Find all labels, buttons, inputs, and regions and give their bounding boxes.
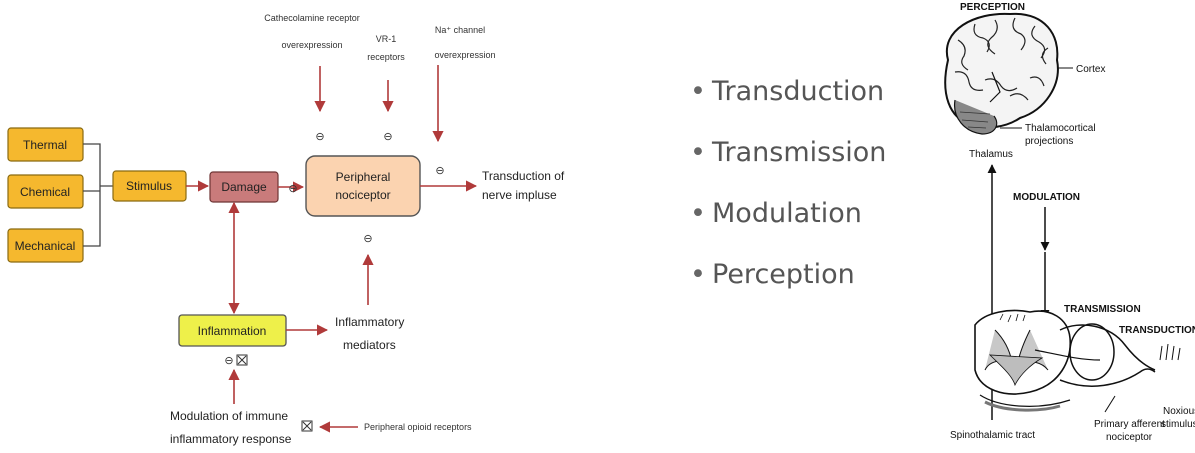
inflammatory-mediators-label: Inflammatory mediators (335, 315, 404, 352)
block-symbol (236, 354, 248, 366)
svg-text:Stimulus: Stimulus (126, 179, 172, 193)
thalamus-label: Thalamus (969, 149, 1013, 160)
svg-text:nerve impluse: nerve impluse (482, 188, 557, 202)
noxious-label-2: stimulus (1161, 419, 1195, 430)
svg-text:Inflammatory: Inflammatory (335, 315, 404, 329)
transmission-label: TRANSMISSION (1064, 304, 1141, 315)
catecholamine-label: Cathecolamine receptor overexpression (264, 13, 360, 50)
inflammation-box: Inflammation (178, 314, 287, 347)
stimulus-bracket (83, 143, 113, 247)
svg-text:Cathecolamine receptor: Cathecolamine receptor (264, 13, 360, 23)
inhibit-symbol: ⊖ (288, 183, 297, 195)
svg-text:Mechanical: Mechanical (15, 239, 76, 253)
spinothalamic-label: Spinothalamic tract (950, 430, 1035, 441)
svg-text:overexpression: overexpression (281, 40, 342, 50)
svg-text:Thermal: Thermal (23, 138, 67, 152)
svg-text:Modulation of immune: Modulation of immune (170, 409, 288, 423)
modulation-label: MODULATION (1013, 192, 1080, 203)
bullet-item: •Transmission (690, 137, 887, 168)
svg-text:Damage: Damage (221, 180, 267, 194)
cortex-label: Cortex (1076, 64, 1105, 75)
peripheral-nociceptor-box: Peripheral nociceptor (305, 155, 421, 217)
thalamocortical-label-2: projections (1025, 136, 1073, 147)
stimulus-type-mechanical: Mechanical (7, 228, 84, 263)
stimulus-type-thermal: Thermal (7, 127, 84, 162)
svg-text:receptors: receptors (367, 52, 405, 62)
bullet-text: Transmission (712, 137, 887, 168)
block-symbol-opioid (301, 420, 313, 432)
brain-illustration (944, 12, 1059, 135)
stimulus-type-chemical: Chemical (7, 174, 84, 209)
inhibit-symbol-catecholamine: ⊖ (315, 131, 324, 143)
vr1-label: VR-1 receptors (367, 34, 405, 62)
pain-pathway-anatomy: PERCEPTION Cortex Thalamocortical projec… (944, 2, 1195, 443)
bullet-text: Perception (712, 259, 855, 290)
svg-text:inflammatory response: inflammatory response (170, 432, 292, 446)
bullet-item: •Modulation (690, 198, 862, 229)
spinal-cord-illustration (974, 309, 1181, 412)
damage-box: Damage (209, 171, 279, 203)
pain-flow-diagram: Thermal Chemical Mechanical Stimulus Dam… (7, 13, 565, 446)
bullet-item: •Perception (690, 259, 855, 290)
svg-text:Peripheral: Peripheral (336, 170, 391, 184)
stimulus-box: Stimulus (112, 170, 187, 202)
bullet-text: Modulation (712, 198, 862, 229)
inhibit-symbol-immune: ⊖ (224, 355, 233, 367)
perception-label: PERCEPTION (960, 2, 1025, 13)
svg-text:nociceptor: nociceptor (335, 188, 390, 202)
inhibit-symbol-vr1: ⊖ (383, 131, 392, 143)
inhibit-symbol-na: ⊖ (435, 165, 444, 177)
thalamocortical-label-1: Thalamocortical (1025, 123, 1096, 134)
bullet-item: •Transduction (690, 76, 885, 107)
transduction-output-label: Transduction of nerve impluse (482, 169, 565, 202)
inhibit-symbol-mediators: ⊖ (363, 233, 372, 245)
svg-text:Na⁺ channel: Na⁺ channel (435, 25, 485, 35)
svg-text:overexpression: overexpression (434, 50, 495, 60)
primary-afferent-label-2: nociceptor (1106, 432, 1153, 443)
svg-text:VR-1: VR-1 (376, 34, 397, 44)
opioid-label: Peripheral opioid receptors (364, 422, 472, 432)
svg-text:mediators: mediators (343, 338, 396, 352)
pain-process-bullet-list: •Transduction •Transmission •Modulation … (690, 70, 886, 314)
na-channel-label: Na⁺ channel overexpression (434, 25, 495, 60)
immune-modulation-label: Modulation of immune inflammatory respon… (170, 409, 292, 446)
bullet-text: Transduction (712, 76, 885, 107)
svg-text:Transduction of: Transduction of (482, 169, 565, 183)
transduction-label: TRANSDUCTION (1119, 325, 1195, 336)
primary-afferent-label-1: Primary afferent (1094, 419, 1165, 430)
svg-text:Chemical: Chemical (20, 185, 70, 199)
svg-text:Inflammation: Inflammation (198, 324, 267, 338)
